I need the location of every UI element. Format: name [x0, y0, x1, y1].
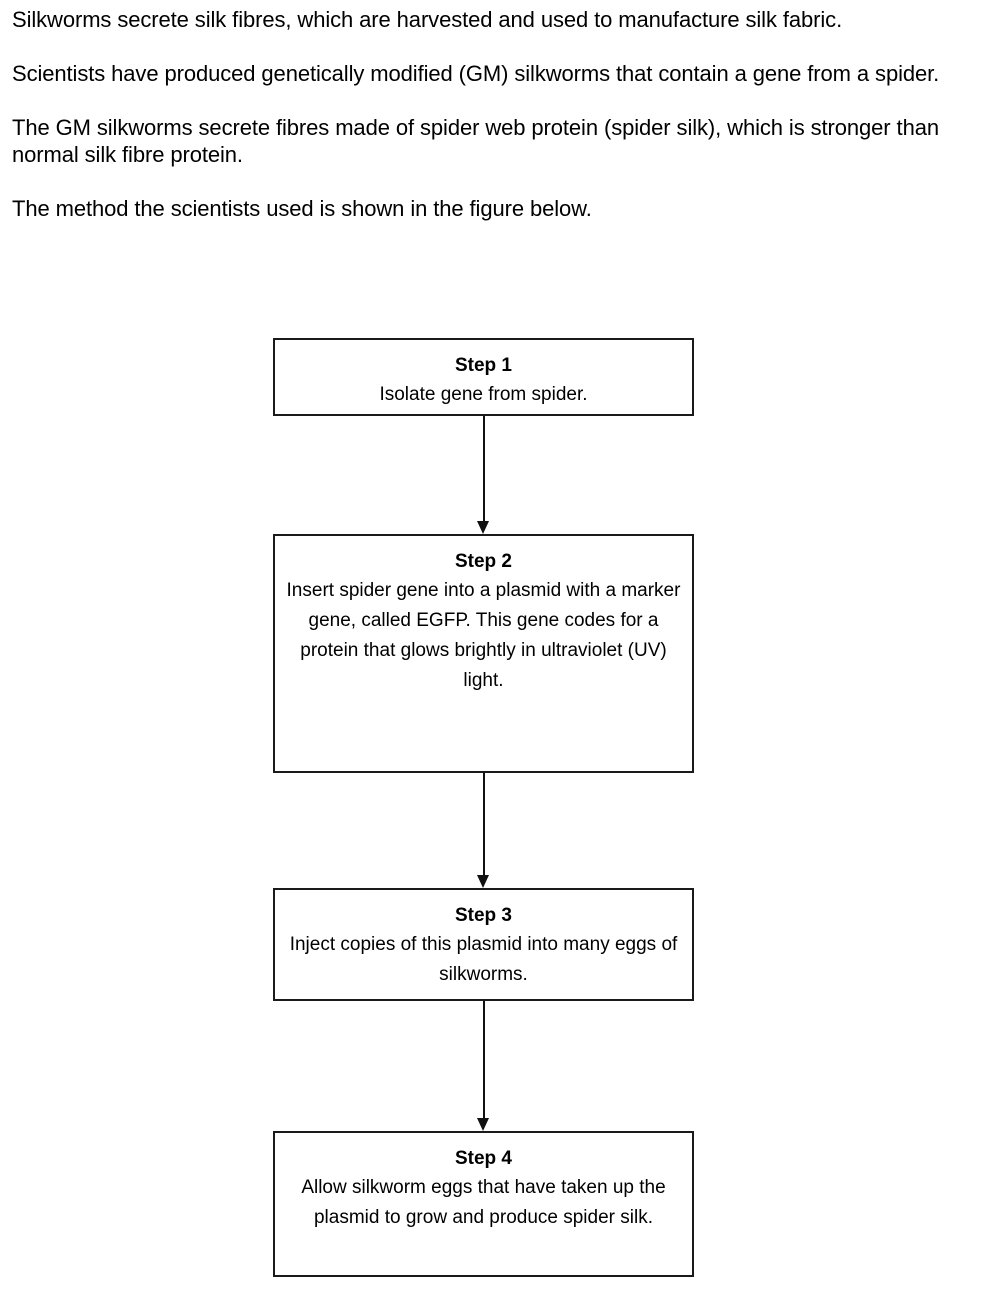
flowchart-node-step-3: Step 3 Inject copies of this plasmid int…: [273, 888, 694, 1001]
passage-paragraph-2: Scientists have produced genetically mod…: [12, 61, 940, 86]
arrow-stem: [483, 773, 485, 876]
passage-text: Silkworms secrete silk fibres, which are…: [12, 6, 964, 222]
arrowhead-down-icon: [477, 521, 489, 534]
flowchart-node-title: Step 4: [454, 1148, 513, 1169]
flowchart-node-body: Allow silkworm eggs that have taken up t…: [301, 1177, 666, 1228]
flowchart-node-title: Step 1: [454, 355, 513, 376]
arrow-stem: [483, 1001, 485, 1119]
passage-paragraph-1: Silkworms secrete silk fibres, which are…: [12, 7, 843, 32]
flowchart-node-title: Step 3: [454, 905, 513, 926]
flowchart-node-body: Inject copies of this plasmid into many …: [289, 934, 678, 985]
flowchart-node-body: Isolate gene from spider.: [379, 384, 588, 405]
flowchart-arrow-step2-to-step3: [477, 773, 490, 888]
flowchart-node-step-4: Step 4 Allow silkworm eggs that have tak…: [273, 1131, 694, 1277]
passage-paragraph-4: The method the scientists used is shown …: [12, 196, 592, 221]
flowchart-node-title: Step 2: [454, 551, 513, 572]
passage-paragraph-3: The GM silkworms secrete fibres made of …: [12, 115, 939, 167]
arrowhead-down-icon: [477, 875, 489, 888]
arrowhead-down-icon: [477, 1118, 489, 1131]
flowchart-arrow-step1-to-step2: [477, 416, 490, 534]
flowchart-node-step-1: Step 1 Isolate gene from spider.: [273, 338, 694, 416]
flowchart-arrow-step3-to-step4: [477, 1001, 490, 1131]
flowchart-node-step-2: Step 2 Insert spider gene into a plasmid…: [273, 534, 694, 773]
flowchart-node-body: Insert spider gene into a plasmid with a…: [286, 580, 681, 691]
arrow-stem: [483, 416, 485, 522]
